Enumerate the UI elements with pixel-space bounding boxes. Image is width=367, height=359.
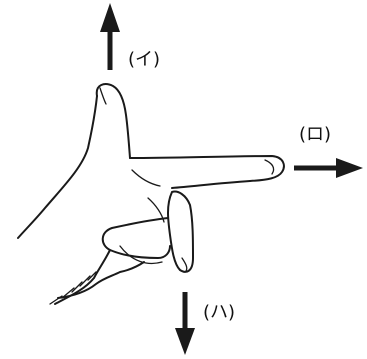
wrist-cuff (57, 261, 145, 299)
hatching-3 (71, 281, 83, 293)
palm-line (131, 169, 161, 187)
hatching-5 (49, 295, 63, 305)
palm-lower (54, 249, 111, 305)
curled-knuckle (119, 245, 163, 265)
arrow-down-icon (175, 292, 195, 355)
curled-fingers (101, 217, 171, 259)
arrow-right-icon (294, 158, 363, 178)
index-finger-bottom (171, 180, 251, 189)
thumb-left-edge (17, 95, 98, 239)
label-ha: (ハ) (203, 302, 235, 323)
thumbnail (99, 87, 107, 105)
index-finger-top (129, 155, 285, 182)
middle-finger (167, 190, 194, 273)
index-nail (264, 159, 275, 175)
arrow-up-icon (100, 3, 120, 70)
finger-crease (147, 197, 165, 223)
label-i: (イ) (128, 49, 160, 70)
thumb (95, 83, 131, 159)
middle-nail (181, 257, 188, 272)
hand-illustration (17, 83, 285, 305)
hatching-2 (79, 275, 91, 287)
hatching-1 (87, 271, 97, 281)
hatching-4 (61, 287, 75, 299)
label-ro: (ロ) (299, 124, 331, 145)
